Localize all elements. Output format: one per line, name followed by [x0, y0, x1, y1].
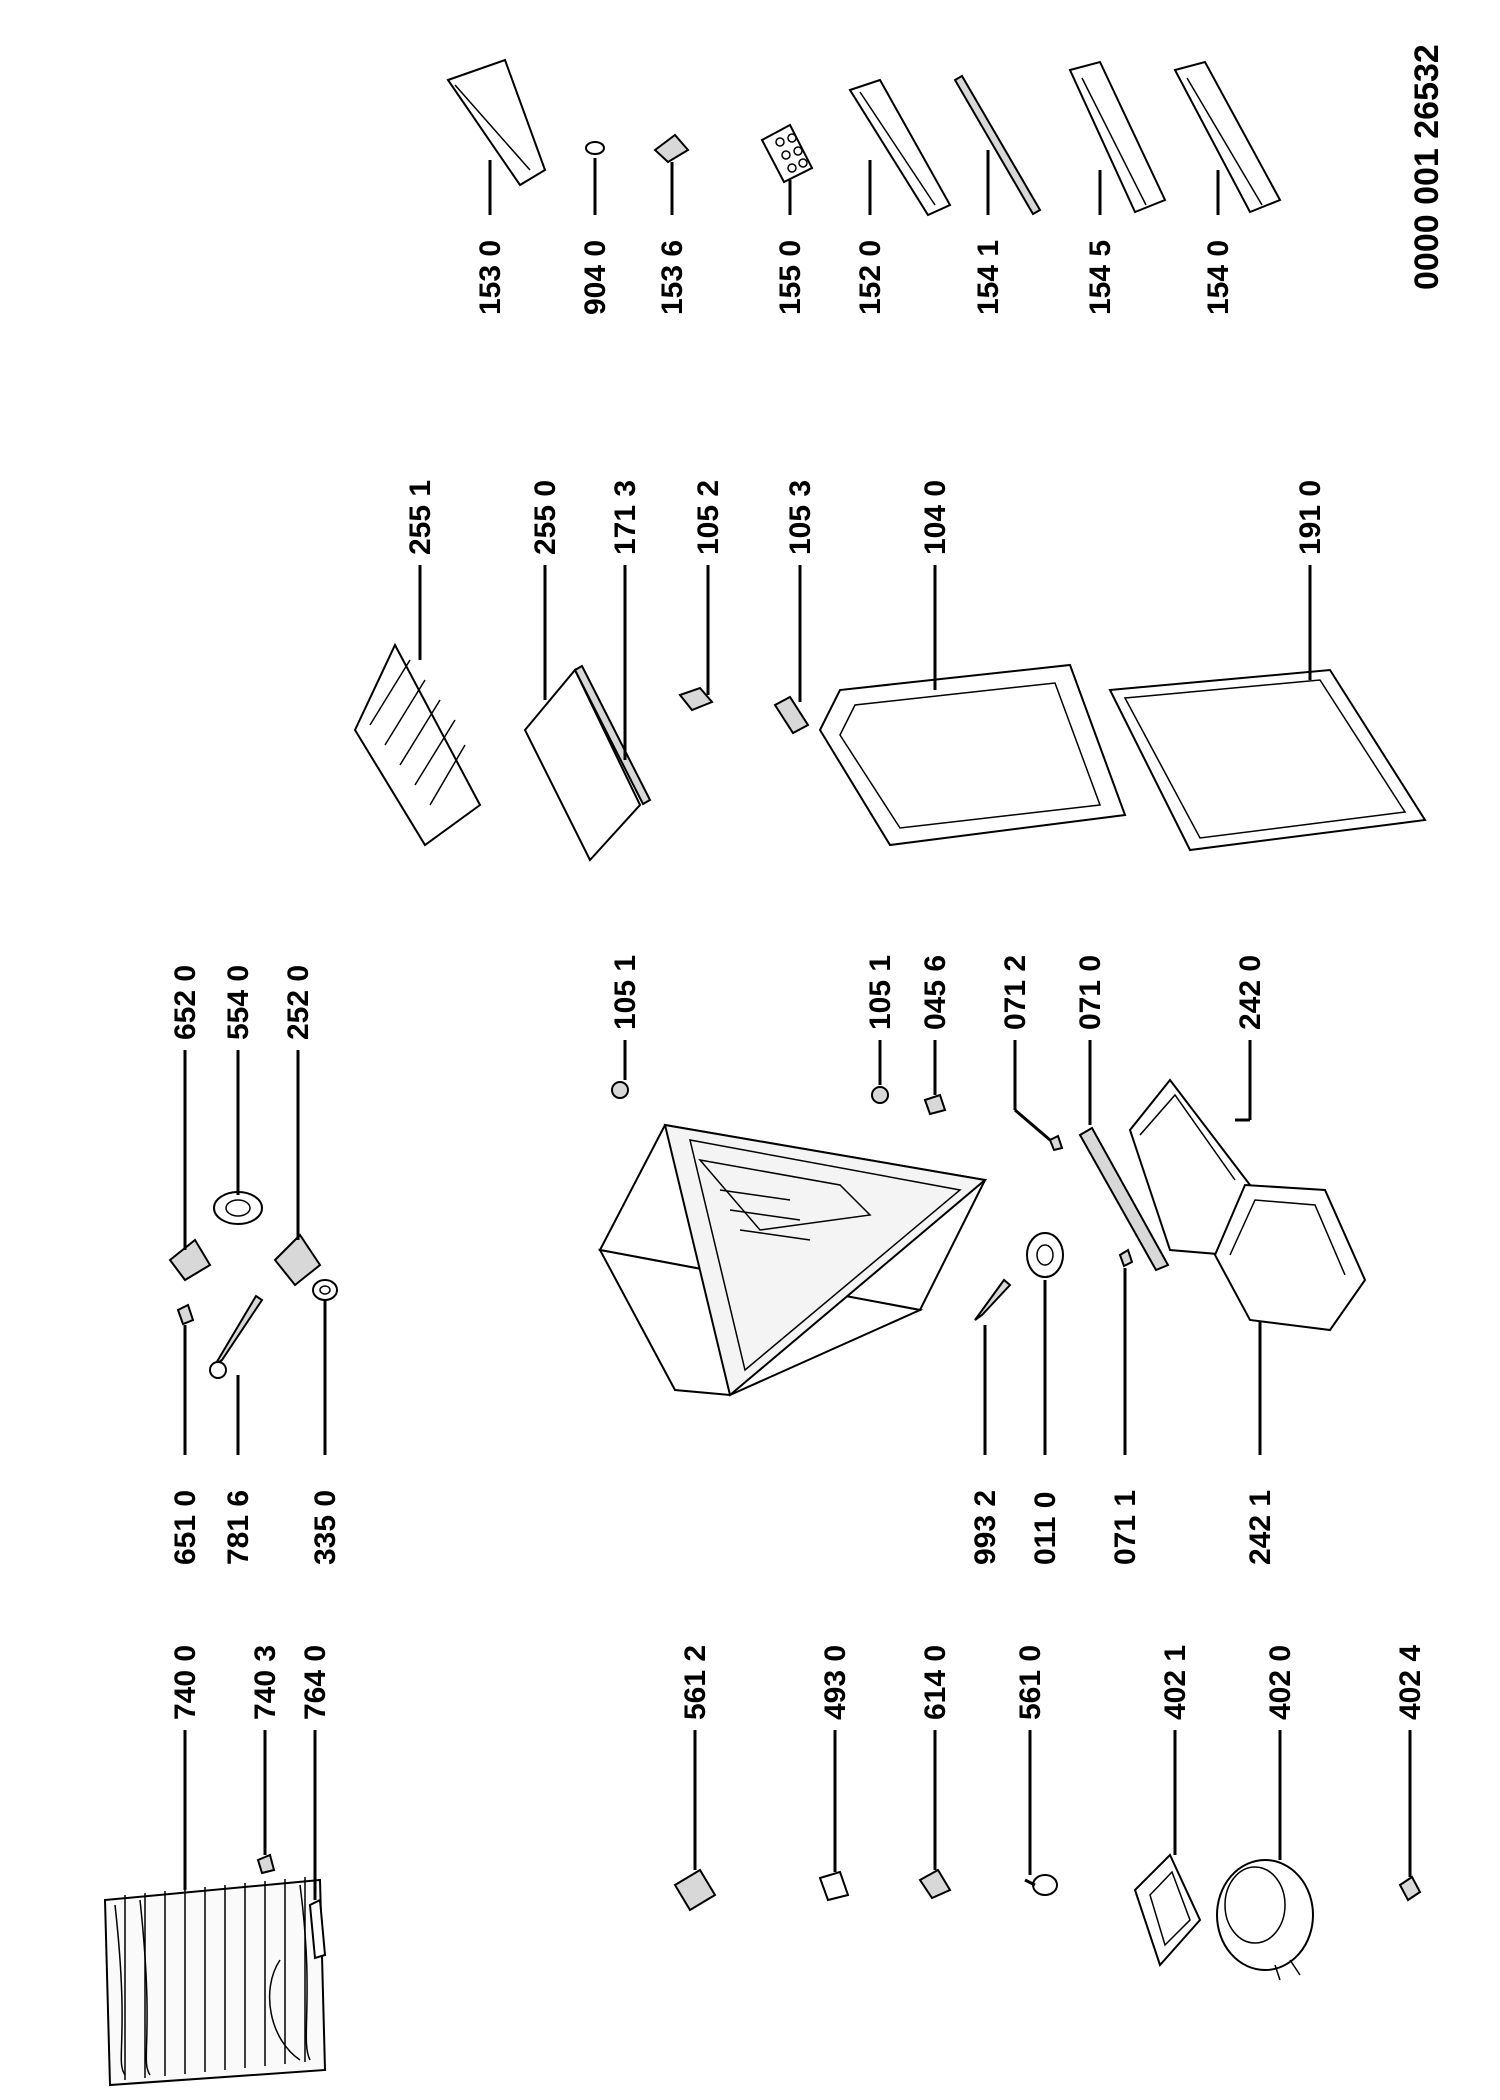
label-045-6: 045 6 [919, 955, 952, 1030]
part-071-0: 071 0 [1074, 955, 1170, 1272]
part-153-0: 153 0 [446, 58, 547, 315]
label-402-0: 402 0 [1264, 1645, 1297, 1720]
part-781-6: 781 6 [209, 1294, 264, 1565]
label-153-6: 153 6 [656, 240, 689, 315]
label-071-1: 071 1 [1109, 1490, 1142, 1565]
label-011-0: 011 0 [1029, 1492, 1062, 1565]
document-number: 0000 001 26532 [1408, 44, 1446, 290]
label-402-4: 402 4 [1394, 1645, 1427, 1720]
part-402-0: 402 0 [1216, 1645, 1314, 1981]
part-904-0: 904 0 [579, 141, 612, 315]
label-152-0: 152 0 [854, 240, 887, 315]
label-105-3: 105 3 [784, 480, 817, 555]
part-493-0: 493 0 [818, 1645, 852, 1902]
part-011-0: 011 0 [1026, 1232, 1064, 1565]
part-561-2: 561 2 [673, 1645, 717, 1912]
label-154-1: 154 1 [972, 240, 1005, 315]
part-993-2: 993 2 [969, 1278, 1012, 1565]
label-153-0: 153 0 [474, 240, 507, 315]
part-154-1: 154 1 [953, 74, 1042, 315]
part-652-0: 652 0 [168, 965, 212, 1282]
label-242-0: 242 0 [1234, 955, 1267, 1030]
part-651-0: 651 0 [169, 1303, 202, 1565]
part-255-1: 255 1 [353, 480, 482, 847]
label-740-0: 740 0 [169, 1645, 202, 1720]
part-153-6: 153 6 [653, 133, 690, 315]
label-105-1-lower: 105 1 [864, 955, 897, 1030]
part-740-3: 740 3 [249, 1645, 282, 1875]
part-242-1: 242 1 [1213, 1183, 1367, 1565]
part-155-0: 155 0 [760, 123, 814, 315]
label-554-0: 554 0 [222, 965, 255, 1040]
label-171-3: 171 3 [609, 480, 642, 555]
part-561-0: 561 0 [1014, 1645, 1058, 1896]
part-105-1-lower: 105 1 [864, 955, 897, 1104]
part-171-3: 171 3 [573, 480, 652, 806]
part-614-0: 614 0 [918, 1645, 952, 1900]
part-255-0: 255 0 [523, 480, 642, 862]
part-cabinet [598, 1123, 988, 1397]
part-105-2: 105 2 [678, 480, 725, 712]
part-071-2: 071 2 [999, 955, 1064, 1152]
part-402-4: 402 4 [1394, 1645, 1427, 1902]
label-252-0: 252 0 [282, 965, 315, 1040]
part-402-1: 402 1 [1133, 1645, 1202, 1967]
label-652-0: 652 0 [169, 965, 202, 1040]
label-335-0: 335 0 [309, 1490, 342, 1565]
label-255-0: 255 0 [529, 480, 562, 555]
label-071-0: 071 0 [1074, 955, 1107, 1030]
part-105-3: 105 3 [773, 480, 817, 735]
label-154-0: 154 0 [1202, 240, 1235, 315]
part-252-0: 252 0 [273, 965, 322, 1287]
part-105-1-upper: 105 1 [609, 955, 642, 1099]
part-740-0: 740 0 [103, 1645, 327, 2087]
label-561-2: 561 2 [679, 1645, 712, 1720]
label-493-0: 493 0 [819, 1645, 852, 1720]
part-191-0: 191 0 [1108, 480, 1427, 852]
part-104-0: 104 0 [818, 480, 1127, 847]
label-105-1-upper: 105 1 [609, 955, 642, 1030]
label-740-3: 740 3 [249, 1645, 282, 1720]
label-105-2: 105 2 [692, 480, 725, 555]
part-154-5: 154 5 [1068, 60, 1167, 315]
label-904-0: 904 0 [579, 240, 612, 315]
label-191-0: 191 0 [1294, 480, 1327, 555]
label-402-1: 402 1 [1159, 1645, 1192, 1720]
label-255-1: 255 1 [404, 480, 437, 555]
part-045-6: 045 6 [919, 955, 952, 1116]
label-561-0: 561 0 [1014, 1645, 1047, 1720]
part-242-0: 242 0 [1128, 955, 1267, 1257]
label-155-0: 155 0 [774, 240, 807, 315]
part-554-0: 554 0 [213, 965, 263, 1225]
label-071-2: 071 2 [999, 955, 1032, 1030]
label-781-6: 781 6 [222, 1490, 255, 1565]
label-651-0: 651 0 [169, 1490, 202, 1565]
label-764-0: 764 0 [299, 1645, 332, 1720]
part-335-0: 335 0 [309, 1279, 342, 1565]
part-071-1: 071 1 [1109, 1248, 1142, 1565]
label-242-1: 242 1 [1244, 1490, 1277, 1565]
part-152-0: 152 0 [848, 78, 952, 315]
label-993-2: 993 2 [969, 1490, 1002, 1565]
part-764-0: 764 0 [299, 1645, 332, 1960]
label-154-5: 154 5 [1084, 240, 1117, 315]
part-154-0: 154 0 [1173, 60, 1282, 315]
label-614-0: 614 0 [919, 1645, 952, 1720]
label-104-0: 104 0 [919, 480, 952, 555]
